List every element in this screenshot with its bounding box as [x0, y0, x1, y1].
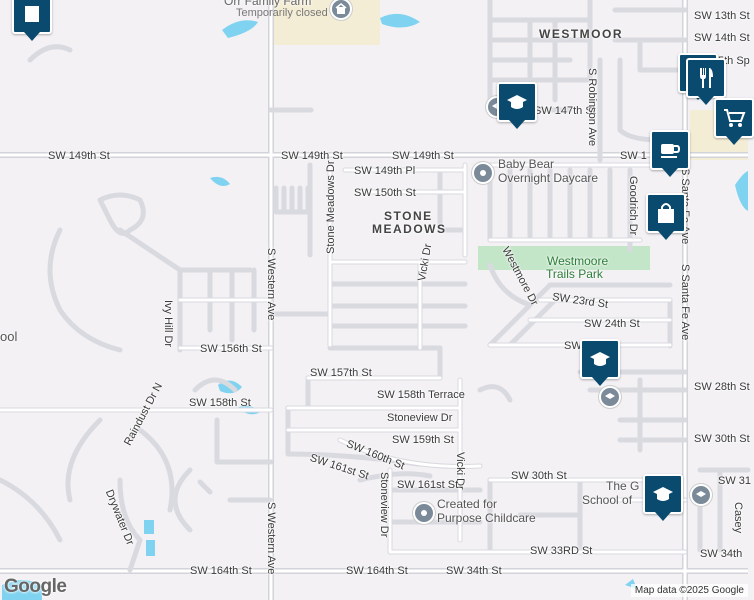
- graduation-cap-icon: [653, 487, 673, 501]
- shopping-cart-icon: [724, 109, 746, 127]
- utensils-icon: [700, 68, 713, 88]
- park-area: [478, 246, 650, 270]
- marker-school[interactable]: [497, 82, 537, 129]
- poi-partial-school-left[interactable]: ool: [0, 329, 18, 344]
- marker-school-3[interactable]: [643, 474, 683, 521]
- school-dot-icon[interactable]: [690, 484, 712, 506]
- poi-daycare-line2[interactable]: Overnight Daycare: [498, 171, 599, 185]
- street-stoneview-dr: Stoneview Dr: [387, 412, 453, 424]
- street-sw-33rd: SW 33RD St: [530, 545, 593, 557]
- marker-school-2[interactable]: [580, 339, 620, 386]
- marker-shopping[interactable]: [646, 193, 686, 240]
- street-sw-150th: SW 150th St: [354, 187, 416, 199]
- marker-cafe[interactable]: [650, 130, 690, 177]
- poi-school-partial-1[interactable]: The G: [606, 479, 640, 493]
- street-stone-meadows-dr: Stone Meadows Dr: [325, 160, 337, 254]
- poi-school-partial-2[interactable]: School of: [582, 493, 633, 507]
- park-label-trails-park[interactable]: Trails Park: [546, 267, 603, 281]
- street-sw-147th: SW 147th St: [534, 105, 596, 117]
- street-s-robinson: S Robinson Ave: [586, 68, 598, 147]
- area-label-westmoor: WESTMOOR: [539, 27, 623, 41]
- street-goodrich: Goodrich Dr: [627, 176, 639, 236]
- marker-partial-top-left[interactable]: [12, 0, 52, 41]
- street-sw-164th-east: SW 164th St: [346, 565, 408, 577]
- street-sw-156th: SW 156th St: [200, 343, 262, 355]
- street-sw-30th: SW 30th St: [511, 470, 567, 482]
- school-dot-icon[interactable]: [599, 386, 621, 408]
- street-sw-34th-right: SW 34th: [700, 548, 743, 560]
- area-label-stone: STONE: [384, 209, 433, 223]
- street-sw-partial: SW: [564, 340, 582, 352]
- poi-farm-status: Temporarily closed: [236, 7, 328, 19]
- marker-restaurant[interactable]: [686, 58, 726, 105]
- street-sw-1-partial: SW 1: [620, 150, 647, 162]
- street-s-western-top: S Western Ave: [265, 248, 277, 321]
- childcare-dot-icon[interactable]: [413, 502, 435, 524]
- poi-daycare-line1[interactable]: Baby Bear: [498, 157, 555, 171]
- street-sw-164th-west: SW 164th St: [190, 565, 252, 577]
- street-sw-13th: SW 13th St: [694, 10, 750, 22]
- street-sw-28th: SW 28th St: [694, 381, 750, 393]
- street-sw-158th-terrace: SW 158th Terrace: [377, 389, 465, 401]
- street-sw-159th: SW 159th St: [392, 434, 454, 446]
- street-sw-14th: SW 14th St: [694, 32, 750, 44]
- daycare-dot-icon[interactable]: [472, 162, 494, 184]
- graduation-cap-icon: [507, 95, 527, 109]
- shopping-bag-icon: [658, 203, 674, 223]
- street-sw-34th: SW 34th St: [446, 565, 502, 577]
- poi-childcare-line1[interactable]: Created for: [437, 497, 498, 511]
- graduation-cap-icon: [590, 352, 610, 366]
- park-label-westmoore[interactable]: Westmoore: [547, 254, 609, 268]
- street-sw-149th-mid: SW 149th St: [281, 150, 343, 162]
- coffee-cup-icon: [661, 144, 681, 158]
- street-sw-30th-right: SW 30th St: [694, 433, 750, 445]
- street-sw-149th-pl: SW 149th Pl: [354, 165, 416, 177]
- street-s-western-bottom: S Western Ave: [265, 502, 277, 575]
- water-bodies: [2, 13, 748, 600]
- google-logo: Google: [4, 576, 67, 597]
- street-sw-149th-east: SW 149th St: [392, 150, 454, 162]
- street-casey-partial: Casey: [732, 502, 744, 534]
- area-label-meadows: MEADOWS: [372, 222, 447, 236]
- street-sw-31-partial: SW 31: [718, 475, 752, 487]
- map-attribution[interactable]: Map data ©2025 Google: [630, 584, 748, 597]
- street-stoneview-vertical: Stoneview Dr: [378, 472, 390, 538]
- farm-dot-icon[interactable]: [330, 0, 352, 20]
- poi-farm-name[interactable]: Orr Family Farm: [224, 0, 312, 8]
- street-sw-161st: SW 161st St: [397, 479, 459, 491]
- street-s-santa-fe-bottom: S Santa Fe Ave: [679, 264, 691, 341]
- poi-childcare-line2[interactable]: Purpose Childcare: [437, 511, 536, 525]
- street-sw-157th: SW 157th St: [310, 367, 372, 379]
- street-ivy-hill: Ivy Hill Dr: [162, 300, 174, 348]
- street-sw-158th: SW 158th St: [189, 397, 251, 409]
- marker-grocery[interactable]: [714, 98, 754, 145]
- street-sw-24th: SW 24th St: [584, 318, 640, 330]
- street-sw-149th-west: SW 149th St: [48, 150, 110, 162]
- commercial-area: [270, 0, 380, 45]
